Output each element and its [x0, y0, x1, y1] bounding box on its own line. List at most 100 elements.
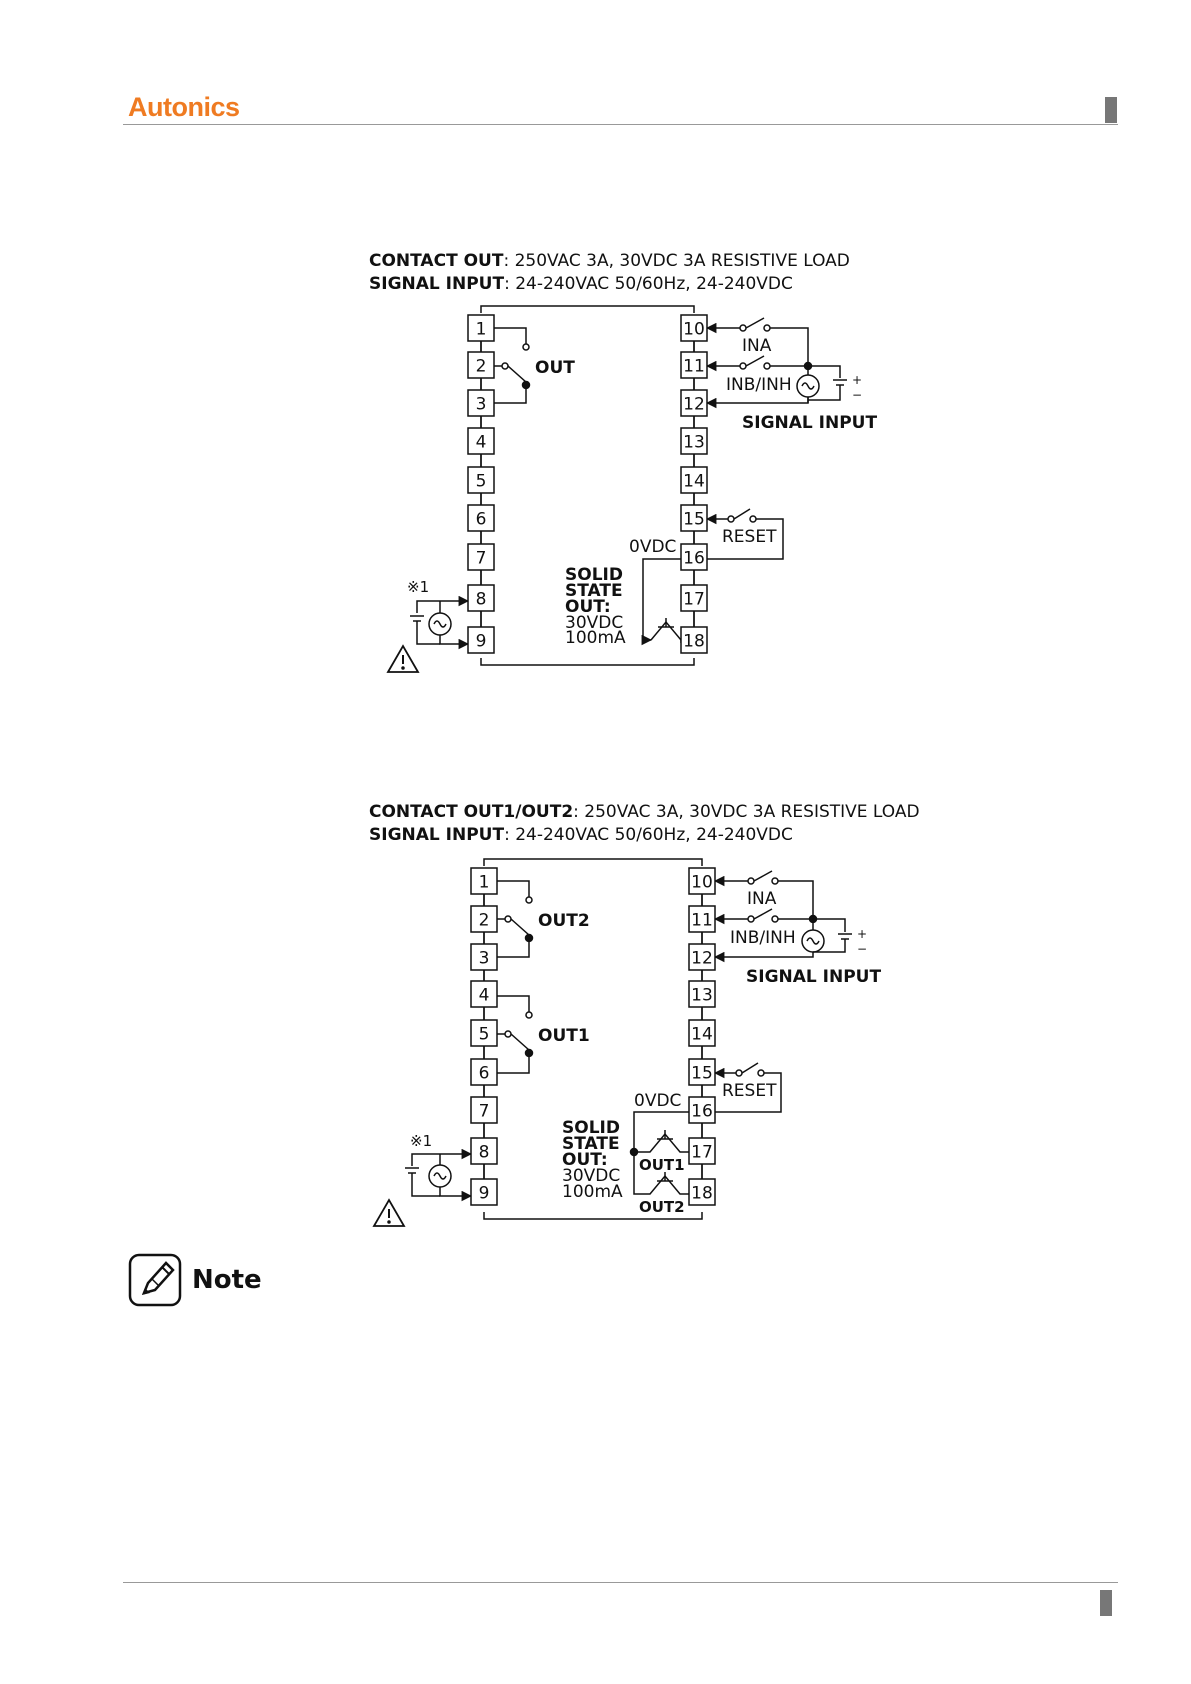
d2-0vdc-label: 0VDC: [634, 1091, 681, 1111]
terminal-box: [467, 351, 495, 379]
terminal-box: [470, 1058, 498, 1086]
terminal-number: 7: [476, 549, 487, 569]
brand-logo: Autonics: [128, 92, 240, 122]
terminal-number: 2: [479, 911, 490, 931]
terminal-box: [467, 626, 495, 654]
terminal-number: 18: [683, 632, 705, 652]
terminal-number: 16: [691, 1102, 713, 1122]
terminal-number: 4: [479, 986, 490, 1006]
terminal-number: 8: [479, 1143, 490, 1163]
diagram1-spec-contact: CONTACT OUT: 250VAC 3A, 30VDC 3A RESISTI…: [369, 251, 850, 271]
terminal-box: [680, 466, 708, 494]
d1-body-top: [480, 305, 695, 313]
terminal-number: 14: [691, 1025, 713, 1045]
terminal-box: [470, 943, 498, 971]
terminal-number: 11: [683, 357, 705, 377]
d1-ssr-line3: OUT:: [565, 597, 611, 617]
d1-ina-label: INA: [742, 336, 772, 356]
terminal-number: 6: [479, 1064, 490, 1084]
terminal-number: 18: [691, 1184, 713, 1204]
diagram2: [372, 858, 852, 1227]
d2-ssr-out1: OUT1: [639, 1156, 685, 1174]
d1-body-bottom: [480, 658, 695, 666]
header-page-marker: [1105, 97, 1117, 123]
terminal-box: [467, 504, 495, 532]
note-pencil-icon: [128, 1253, 182, 1307]
terminal-box: [680, 314, 708, 342]
d2-ssr-line1: SOLID: [562, 1118, 620, 1138]
terminal-number: 8: [476, 590, 487, 610]
d2-body-bottom: [483, 1212, 703, 1220]
terminal-box: [680, 351, 708, 379]
terminal-number: 9: [479, 1184, 490, 1204]
terminal-number: 15: [691, 1064, 713, 1084]
d1-minus: −: [852, 388, 862, 402]
d1-terminals-right: 10 11 12 13 14 15 16 17 18: [680, 314, 708, 654]
d1-signal-input-label: SIGNAL INPUT: [742, 413, 877, 433]
d2-ref-mark: ※1: [410, 1132, 432, 1150]
terminal-number: 16: [683, 549, 705, 569]
terminal-number: 7: [479, 1102, 490, 1122]
header-rule: [123, 124, 1118, 125]
terminal-box: [467, 389, 495, 417]
note-title: Note: [192, 1265, 262, 1295]
terminal-number: 14: [683, 472, 705, 492]
terminal-box: [470, 1178, 498, 1206]
d2-out2-label: OUT2: [538, 911, 590, 931]
terminal-number: 10: [683, 320, 705, 340]
terminal-number: 13: [683, 433, 705, 453]
terminal-box: [688, 1178, 716, 1206]
d1-ssr-line4: 30VDC: [565, 613, 623, 633]
terminal-number: 15: [683, 510, 705, 530]
d1-ref-mark: ※1: [407, 578, 429, 596]
terminal-number: 4: [476, 433, 487, 453]
diagram1-spec-signal: SIGNAL INPUT: 24-240VAC 50/60Hz, 24-240V…: [369, 274, 793, 294]
terminal-box: [688, 1058, 716, 1086]
terminal-box: [467, 427, 495, 455]
note-heading: Note: [128, 1253, 262, 1307]
terminal-box: [470, 867, 498, 895]
terminal-box: [680, 427, 708, 455]
d2-reset-label: RESET: [722, 1081, 777, 1101]
terminal-number: 12: [683, 395, 705, 415]
terminal-number: 3: [479, 949, 490, 969]
terminal-number: 17: [691, 1143, 713, 1163]
terminal-number: 10: [691, 873, 713, 893]
terminal-number: 5: [476, 472, 487, 492]
terminal-number: 17: [683, 590, 705, 610]
terminal-box: [680, 543, 708, 571]
d2-out1-label: OUT1: [538, 1026, 590, 1046]
terminal-number: 9: [476, 632, 487, 652]
d1-0vdc-label: 0VDC: [629, 537, 676, 557]
terminal-box: [680, 626, 708, 654]
footer-rule: [123, 1582, 1118, 1583]
terminal-number: 11: [691, 911, 713, 931]
d1-out-label: OUT: [535, 358, 575, 378]
d2-ina-label: INA: [747, 889, 777, 909]
d1-ssr-line5: 100mA: [565, 628, 626, 648]
terminal-number: 1: [479, 873, 490, 893]
terminal-box: [470, 905, 498, 933]
terminal-box: [688, 905, 716, 933]
terminal-box: [688, 1137, 716, 1165]
diagram1-spec: CONTACT OUT: 250VAC 3A, 30VDC 3A RESISTI…: [369, 250, 850, 296]
terminal-number: 13: [691, 986, 713, 1006]
d2-ssr-line2: STATE: [562, 1134, 620, 1154]
d1-reset-label: RESET: [722, 527, 777, 547]
terminal-number: 1: [476, 320, 487, 340]
diagram2-spec-contact: CONTACT OUT1/OUT2: 250VAC 3A, 30VDC 3A R…: [369, 802, 920, 822]
d1-inb-label: INB/INH: [726, 375, 792, 395]
terminal-box: [467, 466, 495, 494]
terminal-number: 3: [476, 395, 487, 415]
d2-ssr-line4: 30VDC: [562, 1166, 620, 1186]
terminal-number: 2: [476, 357, 487, 377]
terminal-box: [688, 867, 716, 895]
terminal-number: 12: [691, 949, 713, 969]
d2-ssr-out2: OUT2: [639, 1198, 685, 1216]
d1-ssr-line1: SOLID: [565, 565, 623, 585]
d2-inb-label: INB/INH: [730, 928, 796, 948]
diagram2-spec: CONTACT OUT1/OUT2: 250VAC 3A, 30VDC 3A R…: [369, 801, 920, 847]
d1-plus: +: [852, 373, 862, 387]
